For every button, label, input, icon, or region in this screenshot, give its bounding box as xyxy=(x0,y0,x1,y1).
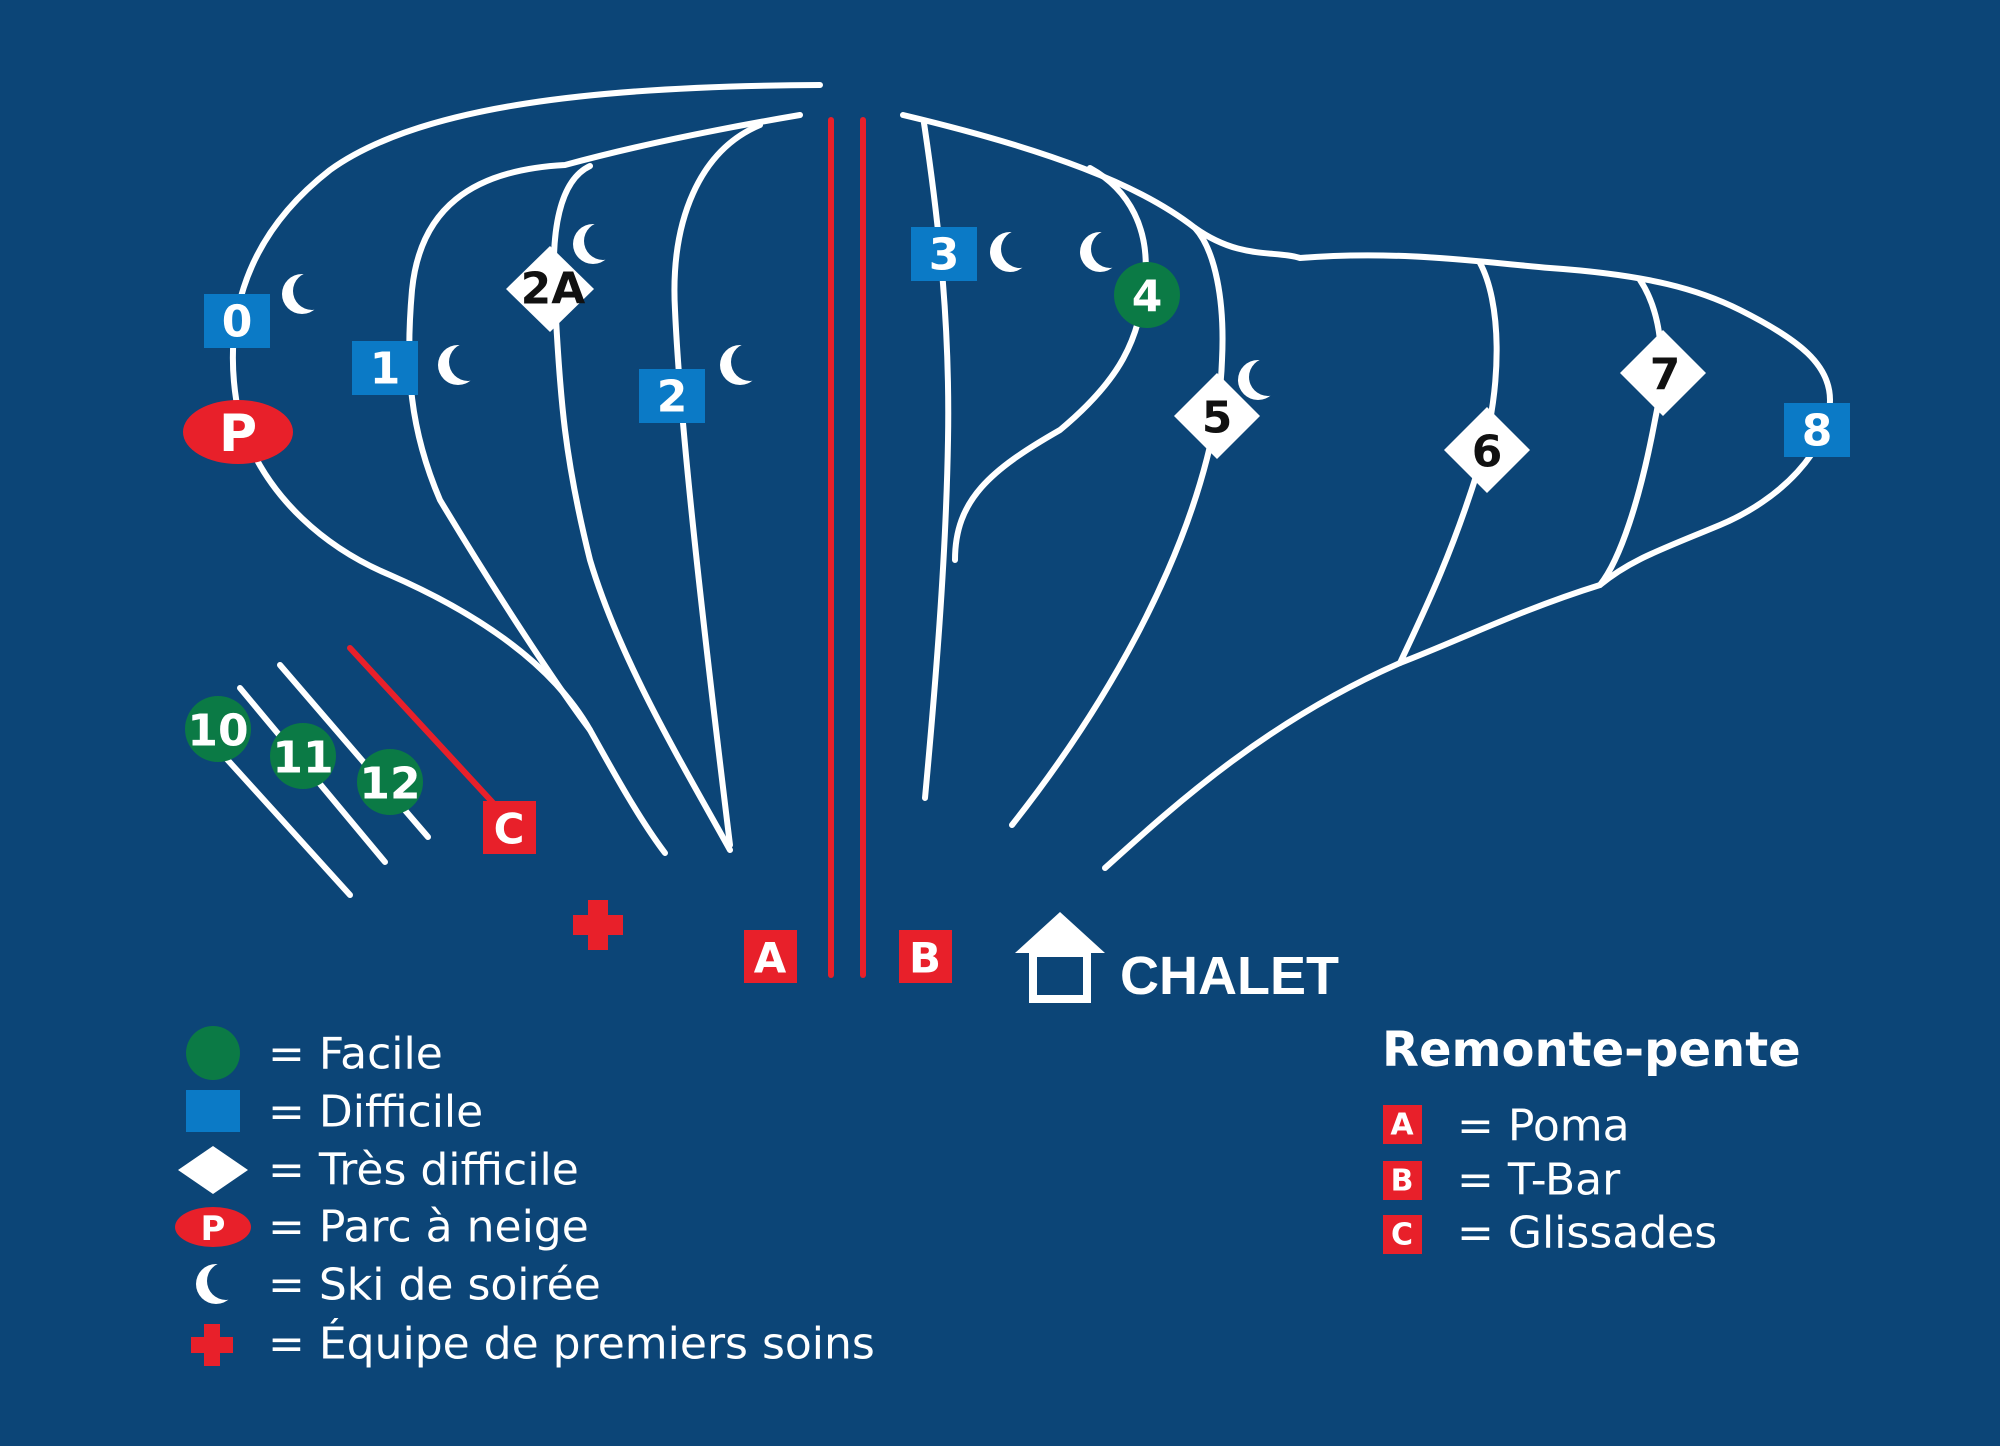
svg-text:B: B xyxy=(1391,1164,1414,1199)
trail-6-marker[interactable]: 6 xyxy=(1444,407,1530,493)
lift-c-badge[interactable]: C xyxy=(483,801,536,854)
svg-text:= Ski de soirée: = Ski de soirée xyxy=(268,1260,601,1311)
svg-text:= Facile: = Facile xyxy=(268,1029,443,1080)
trail-2a-marker[interactable]: 2A xyxy=(506,246,594,332)
svg-text:B: B xyxy=(909,934,941,983)
trail-0-marker[interactable]: 0 xyxy=(204,294,270,348)
moon-icon xyxy=(990,232,1030,272)
svg-text:3: 3 xyxy=(929,230,960,281)
trail-12-marker[interactable]: 12 xyxy=(357,749,423,815)
lifts-ab xyxy=(828,117,866,978)
lift-b-badge[interactable]: B xyxy=(899,930,952,983)
chalet-label: CHALET xyxy=(1120,946,1339,1006)
svg-text:12: 12 xyxy=(359,759,420,810)
svg-text:7: 7 xyxy=(1650,350,1681,401)
trail-3-marker[interactable]: 3 xyxy=(911,227,977,281)
svg-text:= T-Bar: = T-Bar xyxy=(1457,1155,1621,1206)
svg-text:P: P xyxy=(201,1209,226,1249)
svg-text:10: 10 xyxy=(187,706,248,757)
svg-text:5: 5 xyxy=(1202,393,1233,444)
svg-text:A: A xyxy=(1390,1108,1414,1143)
trail-lines-right xyxy=(900,112,1833,871)
moon-icon xyxy=(282,274,322,314)
moon-icon xyxy=(1238,360,1278,400)
trail-10-marker[interactable]: 10 xyxy=(185,696,251,762)
svg-text:= Poma: = Poma xyxy=(1457,1101,1630,1152)
moon-icon xyxy=(438,345,478,385)
cross-icon xyxy=(191,1324,233,1366)
lift-a-badge[interactable]: A xyxy=(744,930,797,983)
svg-text:A: A xyxy=(754,934,787,983)
trail-7-marker[interactable]: 7 xyxy=(1620,330,1706,416)
svg-text:0: 0 xyxy=(222,297,253,348)
svg-text:= Parc à neige: = Parc à neige xyxy=(268,1202,589,1253)
legend-difficulty: = Facile = Difficile = Très difficile P … xyxy=(175,1026,875,1370)
trail-2-marker[interactable]: 2 xyxy=(639,369,705,423)
legend-easy: = Facile xyxy=(186,1026,443,1080)
glissades-lines xyxy=(202,645,498,898)
svg-text:1: 1 xyxy=(370,344,401,395)
legend-lift-a: A = Poma xyxy=(1383,1101,1630,1152)
trail-1-marker[interactable]: 1 xyxy=(352,341,418,395)
legend-lift-c: C = Glissades xyxy=(1383,1208,1717,1259)
svg-text:2A: 2A xyxy=(521,264,586,315)
svg-text:= Difficile: = Difficile xyxy=(268,1087,483,1138)
trail-8-marker[interactable]: 8 xyxy=(1784,403,1850,457)
trail-11-marker[interactable]: 11 xyxy=(270,723,336,789)
svg-text:6: 6 xyxy=(1472,427,1503,478)
cross-icon xyxy=(573,900,623,950)
legend-lift-b: B = T-Bar xyxy=(1383,1155,1621,1206)
moon-icon xyxy=(196,1264,236,1304)
legend-very-difficult: = Très difficile xyxy=(178,1145,579,1196)
svg-text:C: C xyxy=(494,805,525,854)
house-icon xyxy=(1015,912,1105,1003)
moon-icon xyxy=(1080,232,1120,272)
legend-park: P = Parc à neige xyxy=(175,1202,589,1253)
svg-text:2: 2 xyxy=(657,372,688,423)
svg-text:P: P xyxy=(219,404,257,464)
legend-night: = Ski de soirée xyxy=(196,1260,601,1311)
svg-text:4: 4 xyxy=(1132,272,1163,323)
chalet[interactable]: CHALET xyxy=(1015,912,1339,1006)
snow-park-marker[interactable]: P xyxy=(183,400,293,464)
legend-first-aid: = Équipe de premiers soins xyxy=(191,1317,875,1370)
svg-text:11: 11 xyxy=(272,733,333,784)
lift-legend-title: Remonte-pente xyxy=(1382,1022,1801,1078)
svg-text:C: C xyxy=(1391,1218,1413,1253)
legend-lifts: Remonte-pente A = Poma B = T-Bar C = Gli… xyxy=(1382,1022,1801,1259)
svg-text:= Très difficile: = Très difficile xyxy=(268,1145,579,1196)
svg-text:= Glissades: = Glissades xyxy=(1457,1208,1717,1259)
svg-text:= Équipe de premiers soins: = Équipe de premiers soins xyxy=(268,1317,875,1370)
trail-4-marker[interactable]: 4 xyxy=(1114,262,1180,328)
moon-icon xyxy=(720,345,760,385)
legend-difficult: = Difficile xyxy=(186,1087,483,1138)
moon-icon xyxy=(573,224,613,264)
lift-c-line xyxy=(347,645,498,808)
svg-text:8: 8 xyxy=(1802,406,1833,457)
trail-5-marker[interactable]: 5 xyxy=(1174,373,1260,459)
